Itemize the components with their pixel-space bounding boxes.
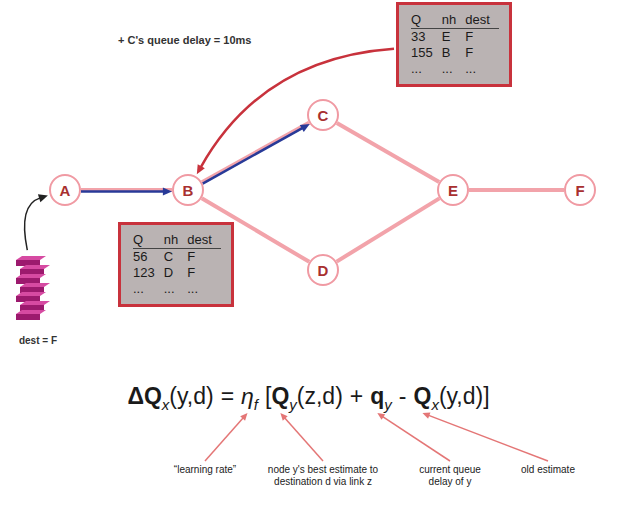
router-node: C (307, 99, 339, 131)
formula-term: (y,d) (169, 383, 213, 409)
table-cell: nh (442, 12, 465, 29)
arrow-head (377, 413, 385, 420)
leader-arrow (280, 413, 323, 461)
leader-arrow (422, 413, 548, 461)
table-cell: nh (164, 232, 187, 249)
routing-table: Qnhdest 56CF 123DF......... (118, 222, 234, 307)
link-label: + C's queue delay = 10ms (118, 34, 251, 46)
packet-label: dest = F (19, 335, 57, 346)
table-cell: 155 (411, 45, 442, 61)
flow-arrow (81, 190, 164, 193)
network-link (337, 123, 439, 182)
formula-term: (z,d) (297, 383, 343, 409)
arrow-head (163, 187, 172, 195)
table-cell: F (187, 265, 221, 281)
leader-line (382, 416, 450, 461)
router-node: F (564, 174, 596, 206)
router-name: E (448, 182, 458, 199)
arrow-head (300, 124, 310, 132)
table-cell: dest (465, 12, 499, 29)
router-name: F (575, 182, 584, 199)
table-cell: 56 (133, 249, 164, 265)
formula-term: Q (271, 383, 289, 409)
table-cell: ... (442, 61, 465, 77)
network-link (202, 123, 310, 184)
table-cell: 123 (133, 265, 164, 281)
arrow-head (422, 413, 430, 419)
link-line (81, 188, 172, 192)
annotation-text: current queue delay of y (407, 464, 493, 488)
router-name: A (60, 182, 71, 199)
link-line (337, 123, 439, 182)
arrow-head (280, 413, 287, 421)
formula-term: y (289, 396, 297, 413)
table-cell: Q (133, 232, 164, 249)
network-link (81, 187, 172, 195)
router-node: B (172, 174, 204, 206)
table-cell: C (164, 249, 187, 265)
packet-node: dest = F (6, 252, 70, 352)
network-link (197, 49, 394, 175)
annotation-text: node y's best estimate to destination d … (253, 464, 393, 488)
formula-term: f (254, 396, 258, 413)
leader-line (284, 417, 323, 461)
arrow-head (197, 164, 205, 174)
table-cell: dest (187, 232, 221, 249)
router-name: C (318, 107, 329, 124)
router-node: D (307, 254, 339, 286)
formula-term: = (221, 383, 234, 409)
formula-term: - (399, 383, 407, 409)
network-link (25, 194, 48, 250)
network-link (337, 198, 440, 261)
table-cell: B (442, 45, 465, 61)
table-cell: F (187, 249, 221, 265)
link-line (469, 188, 564, 192)
formula-term: x (162, 396, 170, 413)
router-node: A (49, 174, 81, 206)
table-cell: E (442, 29, 465, 45)
table-cell: ... (164, 281, 187, 297)
leader-arrow (377, 413, 450, 461)
leader-line (428, 415, 548, 461)
table-cell: 33 (411, 29, 442, 45)
table-cell: ... (411, 61, 442, 77)
annotation-text: “learning rate” (155, 464, 255, 476)
leader-arrow (205, 413, 247, 461)
curved-arrow (25, 198, 41, 250)
formula-term: y (384, 396, 392, 413)
router-node: E (437, 174, 469, 206)
table-cell: ... (465, 61, 499, 77)
formula-term: η (241, 383, 254, 409)
formula-term: x (431, 396, 439, 413)
formula-term: [ (265, 383, 271, 409)
table-cell: F (465, 45, 499, 61)
formula-term: Q (413, 383, 431, 409)
table-cell: D (164, 265, 187, 281)
link-line (202, 123, 309, 182)
table-cell: ... (187, 281, 221, 297)
formula-term: (y,d)] (439, 383, 490, 409)
table-cell: Q (411, 12, 442, 29)
formula-term: ΔQ (127, 383, 161, 409)
update-formula: ΔQx(y,d)=ηf[Qy(z,d)+qy-Qx(y,d)] (0, 383, 617, 410)
curved-arrow (201, 49, 394, 168)
table-cell: ... (133, 281, 164, 297)
leader-line (205, 417, 243, 461)
formula-term: q (370, 383, 384, 409)
arrow-head (38, 194, 48, 202)
routing-table: Qnhdest 33EF 155BF......... (396, 2, 512, 87)
annotation-text: old estimate (508, 464, 588, 476)
arrow-head (240, 413, 247, 421)
router-name: B (183, 182, 194, 199)
network-link (469, 190, 564, 191)
table-cell: F (465, 29, 499, 45)
packet-slabs (16, 256, 50, 320)
link-line (337, 198, 440, 261)
router-name: D (318, 262, 329, 279)
formula-term: + (350, 383, 363, 409)
flow-arrow (203, 128, 303, 184)
